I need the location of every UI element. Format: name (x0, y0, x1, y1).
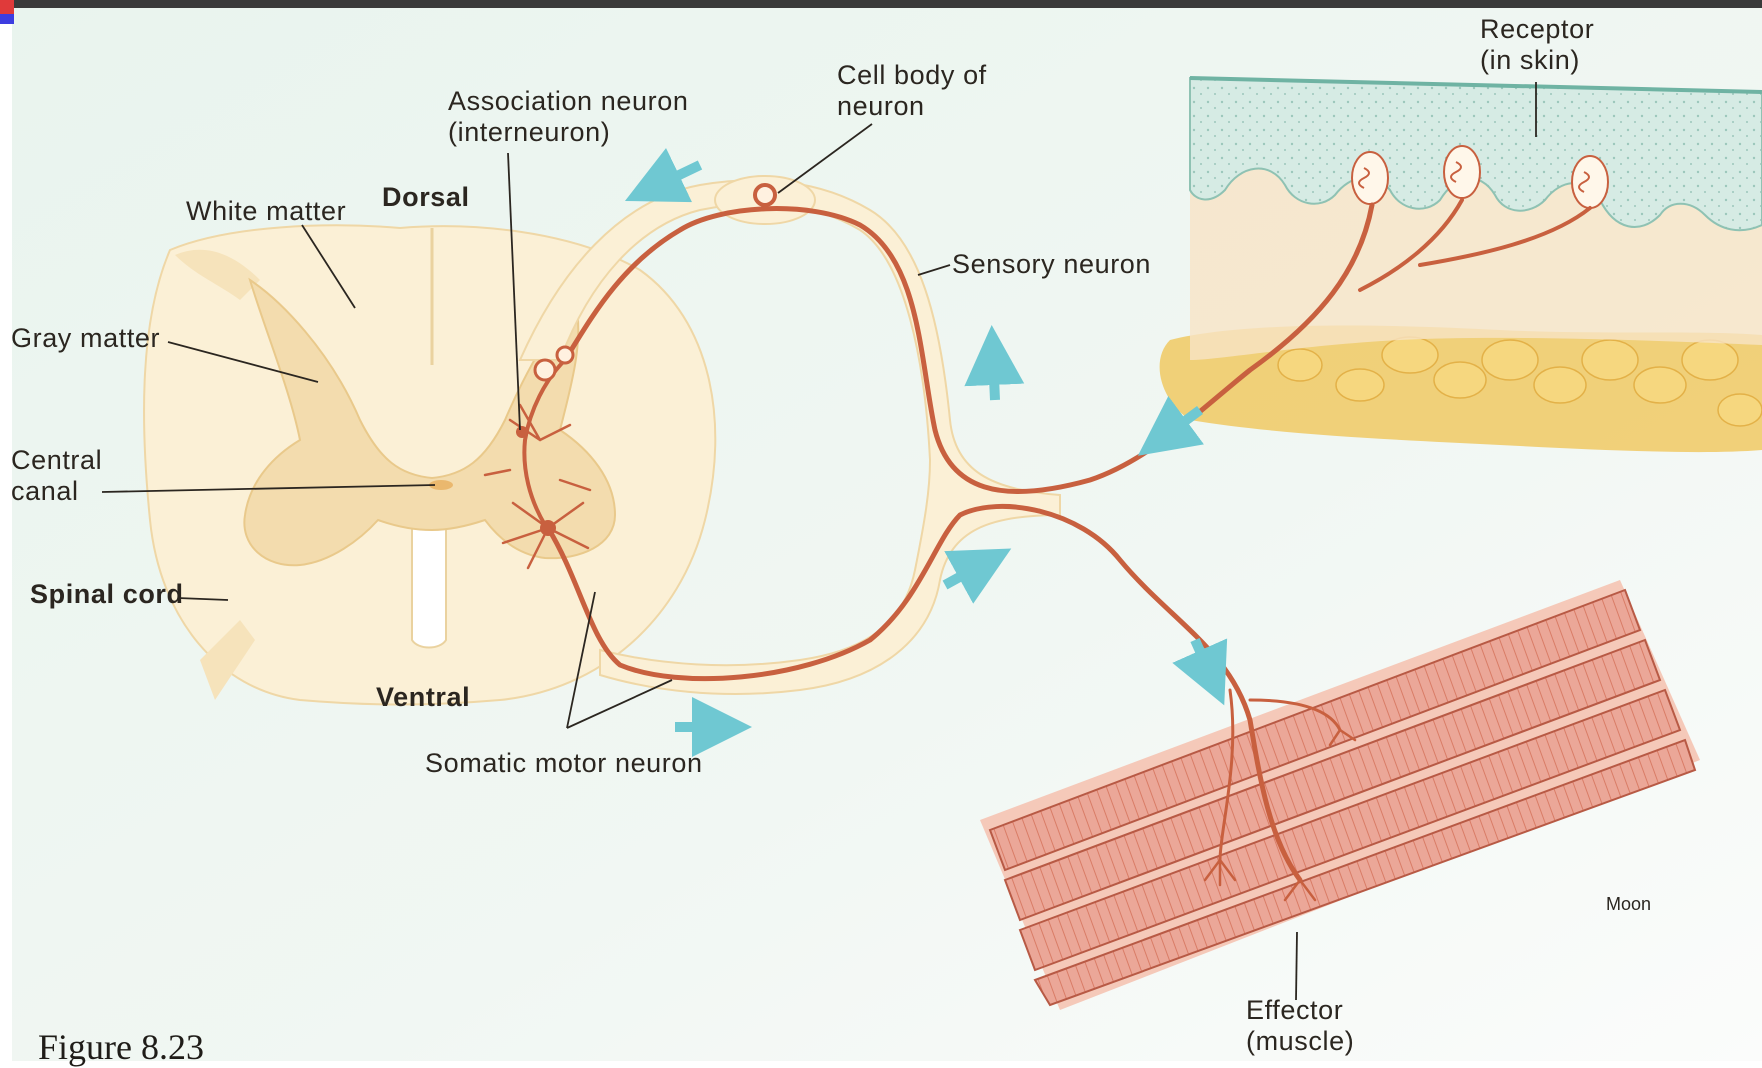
label-central-canal: Central canal (11, 445, 102, 507)
skin-region (1160, 78, 1762, 452)
label-white-matter: White matter (186, 196, 346, 227)
label-somatic-motor-neuron: Somatic motor neuron (425, 748, 703, 779)
label-association-neuron: Association neuron (interneuron) (448, 86, 688, 148)
label-sensory-neuron: Sensory neuron (952, 249, 1151, 280)
ventral-median-fissure (412, 515, 446, 648)
page-top-border (0, 0, 1762, 8)
figure-caption: Figure 8.23 (38, 1026, 204, 1068)
label-ventral: Ventral (376, 682, 470, 713)
interneuron-soma (516, 426, 528, 438)
corner-mark-red (0, 0, 14, 14)
interneuron-body (535, 360, 555, 380)
motor-neuron-body (540, 520, 556, 536)
direction-arrow (993, 355, 995, 400)
label-gray-matter: Gray matter (11, 323, 160, 354)
label-receptor: Receptor (in skin) (1480, 14, 1594, 76)
interneuron-body (557, 347, 573, 363)
leader-effector (1296, 932, 1297, 1000)
cell-body-of-neuron (755, 185, 775, 205)
label-dorsal: Dorsal (382, 182, 470, 213)
page-left-border (0, 0, 12, 1061)
spinal-cord-section (144, 225, 715, 704)
label-effector: Effector (muscle) (1246, 995, 1354, 1057)
label-spinal-cord: Spinal cord (30, 579, 184, 610)
label-credit: Moon (1606, 894, 1651, 914)
label-cell-body: Cell body of neuron (837, 60, 987, 122)
